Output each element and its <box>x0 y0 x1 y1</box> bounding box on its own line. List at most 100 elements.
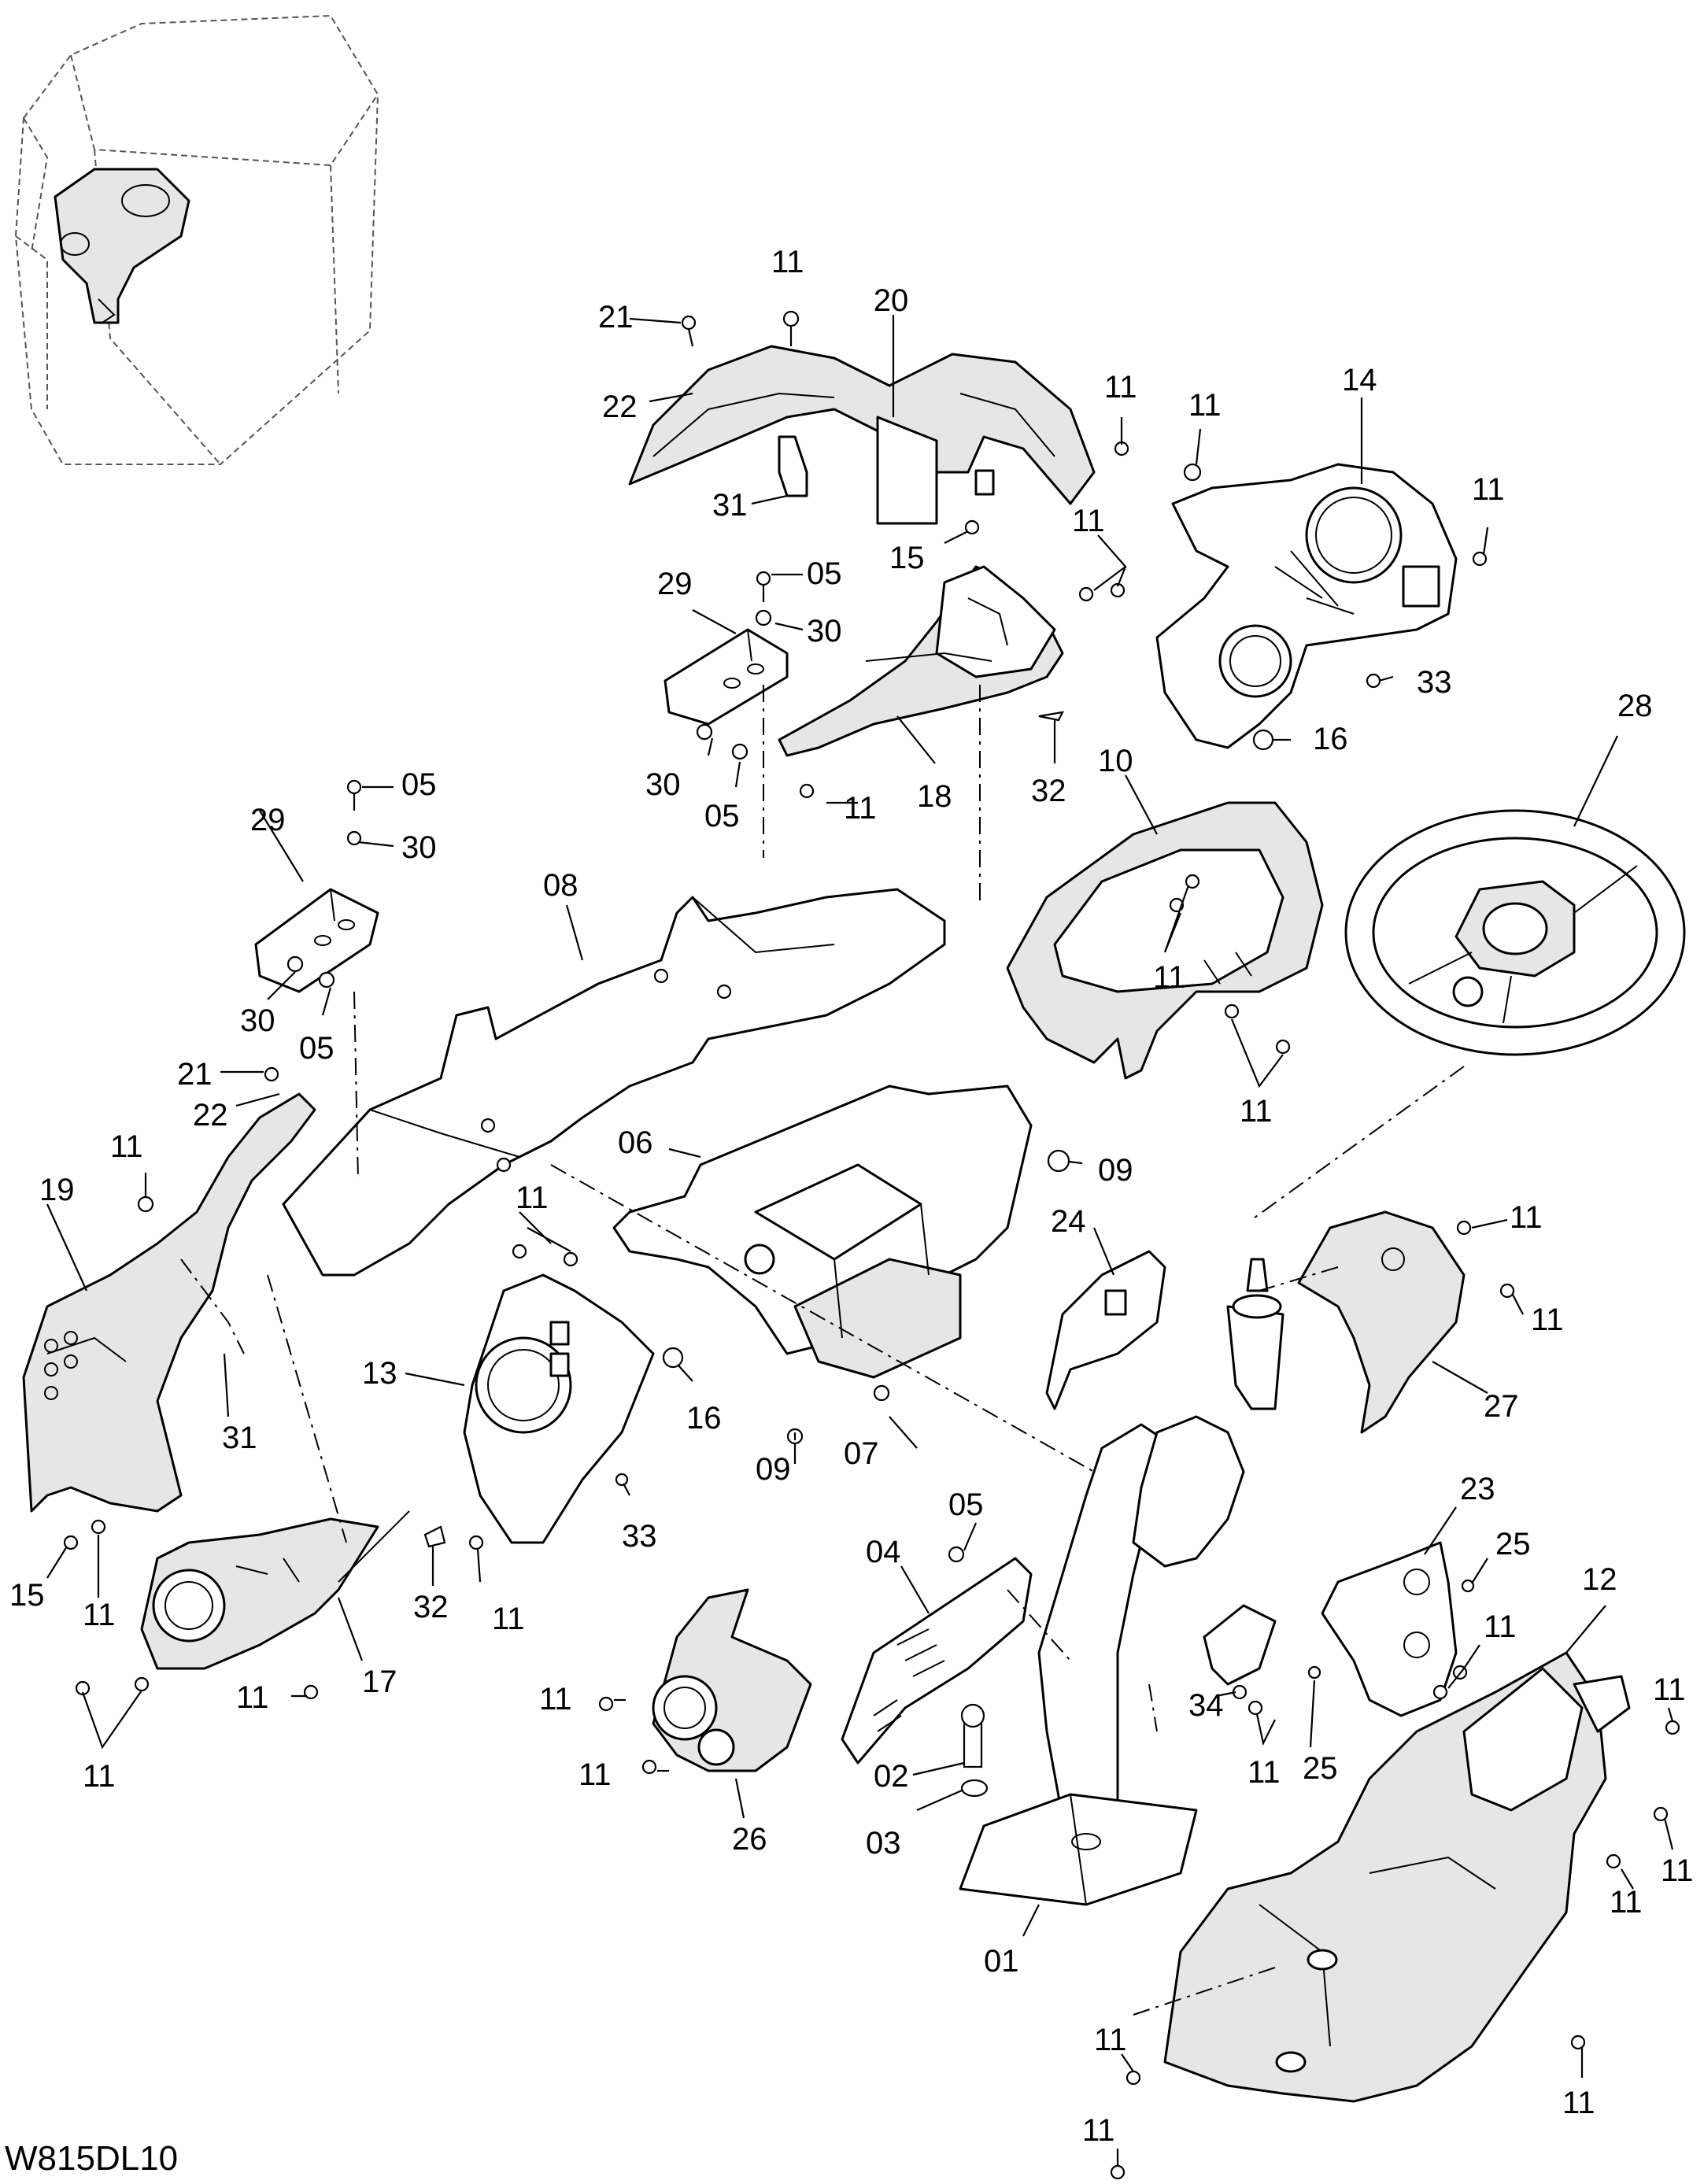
callout-32: 32 <box>1031 774 1066 808</box>
bolt-icon <box>303 1684 319 1700</box>
part-04-mounting-plate <box>841 1557 1033 1765</box>
callout-11: 11 <box>492 1602 525 1636</box>
bolt-icon <box>681 315 697 347</box>
callout-25: 25 <box>1303 1751 1338 1786</box>
bolt-icon <box>1307 1665 1321 1680</box>
part-29-bracket-lower <box>254 888 379 993</box>
bolt-icon <box>1432 1684 1448 1700</box>
bolt-icon <box>1461 1579 1475 1593</box>
bolt-icon <box>731 743 749 760</box>
callout-11: 11 <box>1240 1094 1273 1129</box>
part-34-plate <box>1203 1604 1277 1686</box>
bolt-icon <box>563 1251 578 1267</box>
part-10-steering-shroud <box>1006 801 1324 1080</box>
part-12-lower-console <box>1163 1651 1631 2103</box>
nut-icon <box>1047 1149 1070 1173</box>
callout-22: 22 <box>193 1098 228 1133</box>
nut-icon <box>662 1347 684 1369</box>
callout-11: 11 <box>1082 2113 1115 2148</box>
callout-17: 17 <box>362 1665 397 1699</box>
callout-26: 26 <box>732 1822 767 1857</box>
bolt-icon <box>91 1519 106 1535</box>
clip-icon <box>1038 711 1064 722</box>
bolt-icon <box>1456 1220 1472 1236</box>
callout-11: 11 <box>1072 504 1105 538</box>
part-27-right-cover <box>1297 1210 1466 1434</box>
bolt-icon <box>134 1676 150 1692</box>
callout-08: 08 <box>543 868 578 903</box>
callout-18: 18 <box>917 779 952 814</box>
callout-11: 11 <box>1510 1200 1543 1235</box>
bolt-icon <box>615 1473 629 1487</box>
bolt-icon <box>1126 2070 1141 2086</box>
part-26-lower-shroud <box>652 1588 812 1772</box>
callout-11: 11 <box>539 1682 572 1717</box>
callout-11: 11 <box>1188 388 1222 423</box>
part-19-left-cover <box>22 1092 316 1513</box>
bolt-icon <box>1078 586 1094 602</box>
bolt-icon <box>960 1703 985 1768</box>
bolt-icon <box>782 310 800 346</box>
part-14-right-housing <box>1155 463 1458 749</box>
callout-05: 05 <box>948 1487 984 1522</box>
bolt-icon <box>264 1066 279 1082</box>
bolt-icon <box>873 1384 890 1402</box>
callout-11: 11 <box>1610 1885 1643 1920</box>
callout-11: 11 <box>1153 960 1186 995</box>
bolt-icon <box>1248 1700 1263 1716</box>
callout-31: 31 <box>712 488 748 523</box>
callout-05: 05 <box>807 556 842 591</box>
assembly-lines <box>180 685 1465 2016</box>
part-28-steering-wheel <box>1344 809 1686 1056</box>
washer-icon <box>696 723 713 741</box>
callout-11: 11 <box>1562 2086 1595 2120</box>
bolt-icon <box>63 1535 79 1550</box>
callout-01: 01 <box>984 1944 1019 1979</box>
clip-icon <box>423 1525 446 1548</box>
callout-11: 11 <box>1661 1853 1694 1888</box>
callout-27: 27 <box>1484 1389 1519 1424</box>
callout-15: 15 <box>9 1578 45 1613</box>
callout-20: 20 <box>874 283 909 318</box>
bolt-icon <box>1275 1039 1291 1055</box>
callout-11: 11 <box>110 1129 143 1164</box>
bolt-icon <box>964 519 980 535</box>
part-17-lower-housing <box>140 1510 410 1670</box>
callout-21: 21 <box>598 300 634 334</box>
part-18-switch-housing <box>778 565 1064 757</box>
callout-30: 30 <box>240 1003 275 1038</box>
callout-11: 11 <box>83 1598 116 1632</box>
fasteners <box>63 310 1680 2180</box>
callout-11: 11 <box>771 245 804 279</box>
callout-11: 11 <box>1472 472 1505 507</box>
cab-overview-inset <box>14 14 379 465</box>
callout-30: 30 <box>401 830 437 865</box>
bolt-icon <box>756 571 771 602</box>
callout-33: 33 <box>1417 665 1452 700</box>
part-08-cross-member <box>282 888 946 1277</box>
bolt-icon <box>1472 551 1488 567</box>
callout-labels: 20 21 22 31 11 11 15 14 11 11 11 33 16 2… <box>9 245 1694 2148</box>
callout-09: 09 <box>756 1452 791 1487</box>
bolt-icon <box>137 1195 154 1213</box>
bolt-icon <box>1183 463 1202 482</box>
washer-icon <box>286 955 304 973</box>
callout-16: 16 <box>1313 722 1348 756</box>
nut-icon <box>1252 729 1274 751</box>
callout-11: 11 <box>844 791 877 826</box>
drawing-id: W815DL10 <box>5 2139 179 2178</box>
part-23-bracket <box>1321 1541 1458 1717</box>
callout-33: 33 <box>622 1519 657 1554</box>
part-29-bracket-upper <box>663 628 789 726</box>
washer-icon <box>755 609 772 626</box>
bolt-icon <box>1185 874 1200 889</box>
callout-02: 02 <box>874 1759 909 1794</box>
callout-05: 05 <box>704 799 740 833</box>
callout-11: 11 <box>1104 370 1137 405</box>
part-24-bracket <box>1045 1250 1166 1410</box>
callout-11: 11 <box>516 1181 549 1215</box>
callout-14: 14 <box>1342 363 1377 397</box>
washer-icon <box>960 1779 989 1798</box>
callout-11: 11 <box>1484 1609 1517 1644</box>
washer-icon <box>346 830 362 846</box>
